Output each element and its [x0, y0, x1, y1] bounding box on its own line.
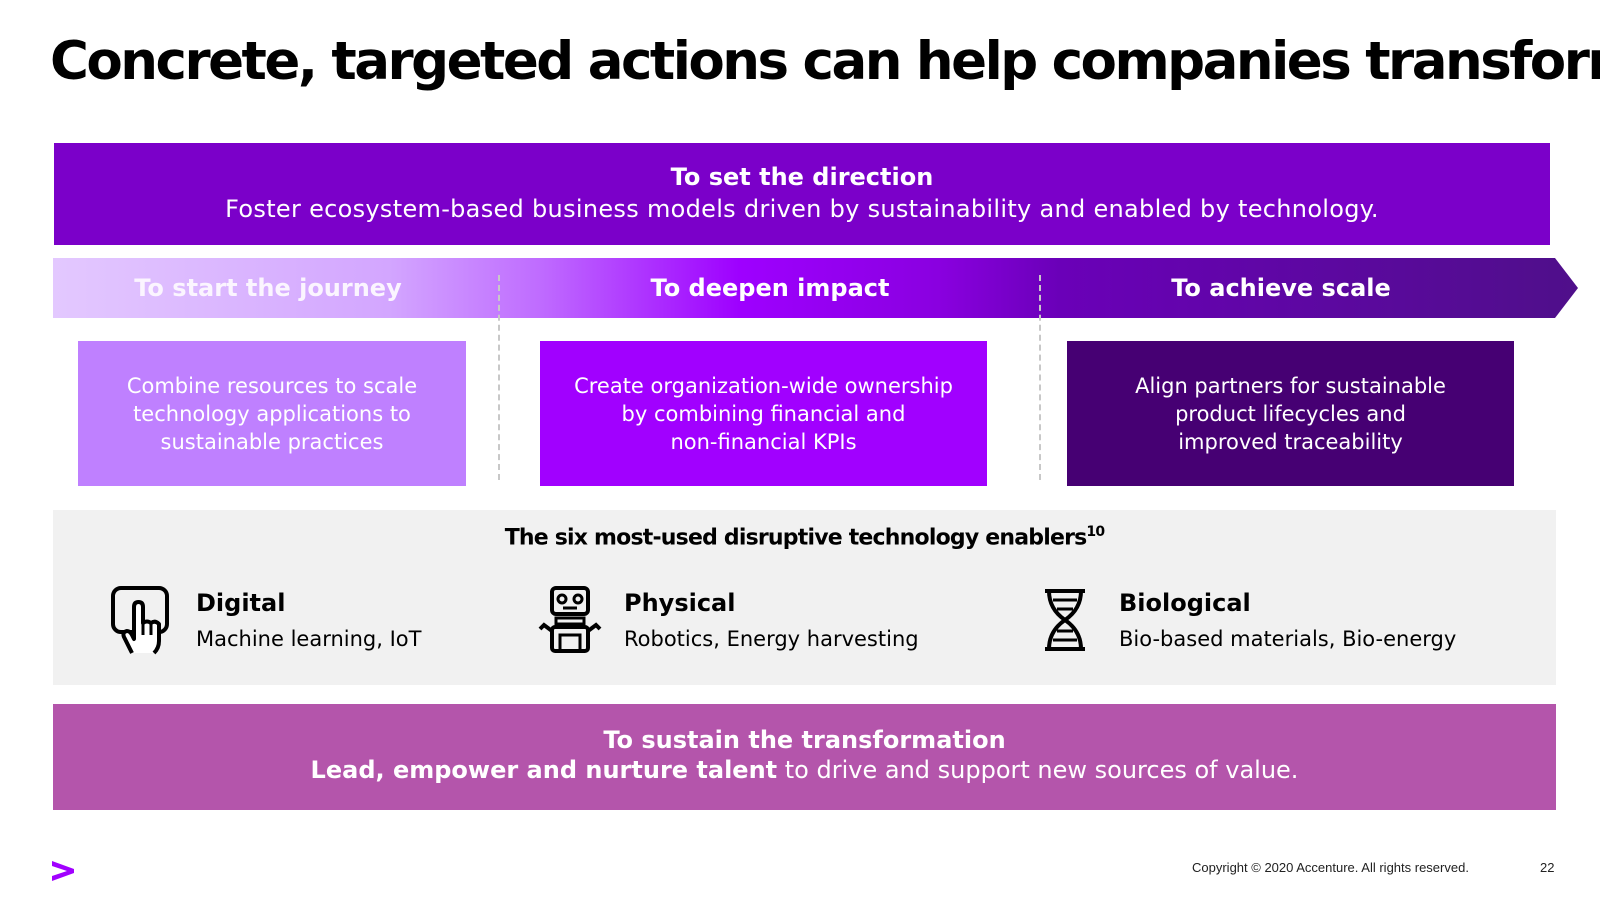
phase-label-scale: To achieve scale — [1171, 274, 1391, 302]
accenture-logo-icon — [52, 861, 74, 881]
phase-box-scale: Align partners for sustainable product l… — [1067, 341, 1514, 486]
sustain-text-bold: Lead, empower and nurture talent — [310, 756, 778, 784]
direction-heading: To set the direction — [670, 163, 934, 191]
phase-box-start: Combine resources to scale technology ap… — [78, 341, 466, 486]
direction-banner: To set the direction Foster ecosystem-ba… — [54, 143, 1550, 245]
copyright-text: Copyright © 2020 Accenture. All rights r… — [1192, 860, 1469, 875]
phase-box-text: Create organization-wide ownership by co… — [574, 373, 953, 454]
sustain-banner: To sustain the transformation Lead, empo… — [53, 704, 1556, 810]
sustain-heading: To sustain the transformation — [603, 726, 1006, 754]
sustain-text-rest: to drive and support new sources of valu… — [777, 756, 1299, 784]
touch-screen-icon — [111, 586, 169, 655]
enabler-description: Machine learning, IoT — [196, 627, 422, 651]
enablers-panel: The six most-used disruptive technology … — [53, 510, 1556, 685]
footnote-marker: 10 — [1086, 524, 1105, 540]
enabler-description: Bio-based materials, Bio-energy — [1119, 627, 1457, 651]
enabler-name: Biological — [1119, 589, 1251, 617]
phase-box-deepen: Create organization-wide ownership by co… — [540, 341, 987, 486]
enabler-name: Digital — [196, 589, 286, 617]
enablers-heading-text: The six most-used disruptive technology … — [504, 525, 1088, 551]
phase-box-text: Combine resources to scale technology ap… — [126, 373, 418, 454]
page-number: 22 — [1540, 860, 1555, 875]
sustain-text: Lead, empower and nurture talent to driv… — [53, 756, 1556, 784]
robot-icon — [538, 586, 602, 653]
phase-divider — [1039, 275, 1041, 480]
phase-box-text: Align partners for sustainable product l… — [1135, 373, 1446, 454]
phase-label-start: To start the journey — [134, 274, 402, 302]
phase-label-deepen: To deepen impact — [650, 274, 890, 302]
dna-icon — [1045, 589, 1085, 651]
page-title: Concrete, targeted actions can help comp… — [50, 31, 1600, 92]
enablers-heading: The six most-used disruptive technology … — [53, 524, 1556, 550]
enabler-description: Robotics, Energy harvesting — [624, 627, 919, 651]
enabler-name: Physical — [624, 589, 736, 617]
phase-arrow-bar — [53, 258, 1578, 318]
direction-text: Foster ecosystem-based business models d… — [225, 195, 1379, 223]
phase-divider — [498, 275, 500, 480]
